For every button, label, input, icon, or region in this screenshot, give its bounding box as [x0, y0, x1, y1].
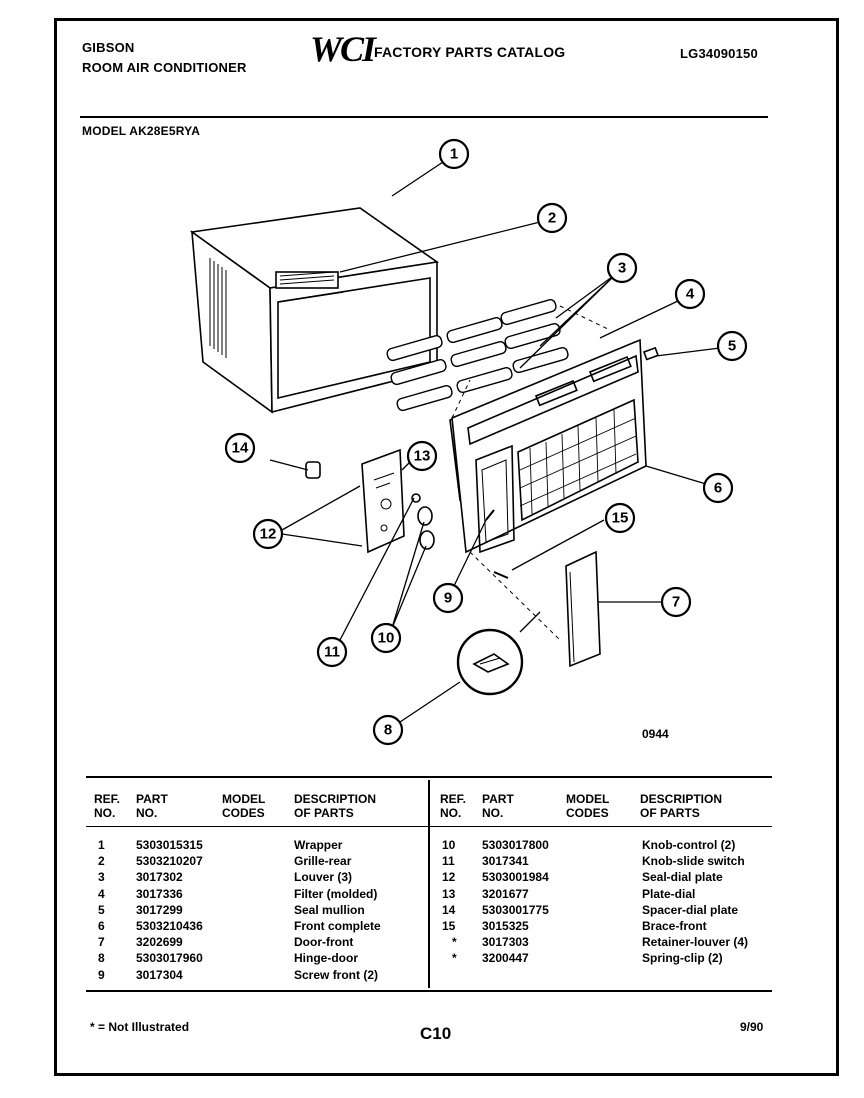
callout-13: 13 — [414, 448, 431, 465]
callout-5: 5 — [728, 338, 736, 355]
revision-date: 9/90 — [740, 1020, 764, 1034]
product-name: ROOM AIR CONDITIONER — [82, 60, 247, 75]
callout-7: 7 — [672, 594, 680, 611]
louvers — [386, 299, 569, 412]
callout-10: 10 — [378, 630, 395, 647]
callout-3: 3 — [618, 260, 626, 277]
catalog-title: FACTORY PARTS CATALOG — [374, 44, 566, 60]
model-number: MODEL AK28E5RYA — [82, 124, 201, 138]
callout-12: 12 — [260, 526, 277, 543]
table-top-rule — [86, 776, 772, 778]
callout-6: 6 — [714, 480, 722, 497]
figure-code: 0944 — [642, 727, 669, 741]
not-illustrated-note: * = Not Illustrated — [90, 1020, 190, 1034]
callout-8: 8 — [384, 722, 392, 739]
callout-9: 9 — [444, 590, 452, 607]
callout-1: 1 — [450, 146, 458, 163]
seal-mullion — [642, 346, 660, 361]
table-bottom-rule — [86, 990, 772, 992]
spacer-dial-plate — [305, 461, 321, 479]
catalog-code: LG34090150 — [680, 46, 758, 61]
table-column-divider — [428, 780, 430, 988]
callout-15: 15 — [612, 510, 629, 527]
callout-11: 11 — [324, 644, 340, 661]
col-ref-right: REF.NO. — [440, 792, 467, 820]
catalog-page-frame — [54, 18, 839, 1076]
callout-2: 2 — [548, 210, 556, 227]
header-rule — [80, 116, 768, 118]
col-ref-left: REF.NO. — [94, 792, 121, 820]
brand-name: GIBSON — [82, 40, 135, 55]
dial-plate — [361, 448, 405, 554]
door-front — [565, 550, 601, 668]
callout-4: 4 — [686, 286, 695, 303]
callout-14: 14 — [232, 440, 249, 457]
wci-logo: WCI — [310, 29, 376, 69]
page-number: C10 — [420, 1024, 452, 1043]
exploded-parts-diagram: 1 2 3 4 5 6 7 8 9 10 11 12 13 14 15 0944 — [189, 138, 748, 746]
